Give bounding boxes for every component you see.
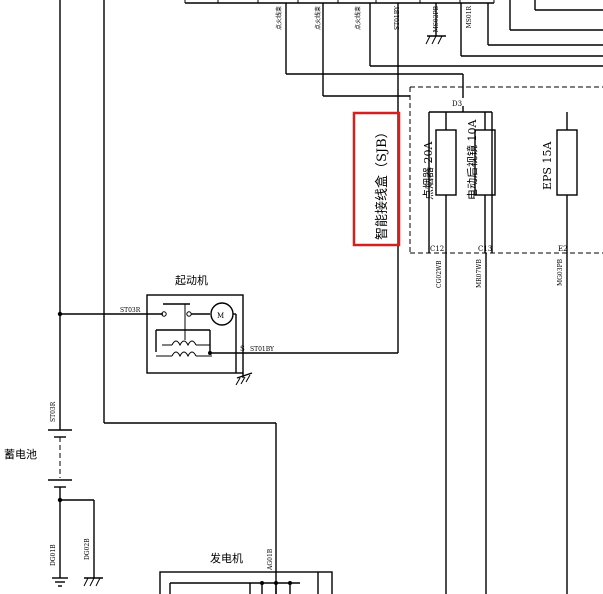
sjb-internal-wiring [428, 106, 568, 253]
sjb-highlight [352, 111, 401, 247]
sjb-box [409, 86, 603, 254]
pin-c12: C12 [430, 245, 444, 253]
pin-s: S [240, 345, 245, 353]
label-top-a: 点火线束 [275, 6, 283, 30]
label-dg02: DG02B [84, 538, 91, 560]
label-dg01: DG01B [50, 544, 57, 566]
alternator-label: 发电机 [210, 551, 243, 565]
starter [57, 294, 253, 386]
top-wires [59, 0, 603, 594]
label-st01: ST01BY [250, 346, 275, 353]
fuse-lighter [435, 129, 457, 196]
sjb-output-wires [445, 253, 568, 594]
pin-d3: D3 [452, 100, 462, 108]
fuse-mirror-label: 电动后视镜 10A [465, 119, 479, 200]
motor-symbol: M [217, 312, 224, 320]
sjb-label: 智能接线盒（SJB） [374, 125, 390, 240]
label-ms01: MS01R [466, 6, 473, 29]
label-cg02: CG02WB [436, 260, 443, 288]
fuse-mirror [474, 129, 496, 196]
alternator [159, 571, 333, 594]
pin-e2: E2 [558, 245, 568, 253]
fuse-eps-label: EPS 15A [541, 141, 554, 190]
label-top-b: 点火线束 [314, 6, 322, 30]
label-mr07: MR07WB [476, 259, 483, 288]
label-st03: ST03R [120, 307, 141, 314]
label-ag01: AG01B [267, 548, 274, 571]
fuse-lighter-label: 点烟器 20A [421, 141, 435, 200]
label-top-c: 点火线束 [354, 6, 362, 30]
starter-label: 起动机 [175, 273, 208, 287]
top-connector [184, 0, 495, 4]
battery-label: 蓄电池 [4, 448, 37, 461]
pin-c13: C13 [478, 245, 492, 253]
battery [48, 424, 103, 587]
fuse-eps [556, 129, 578, 196]
label-mg03: MG03PB [557, 258, 564, 286]
label-st03-v: ST03R [50, 401, 57, 422]
